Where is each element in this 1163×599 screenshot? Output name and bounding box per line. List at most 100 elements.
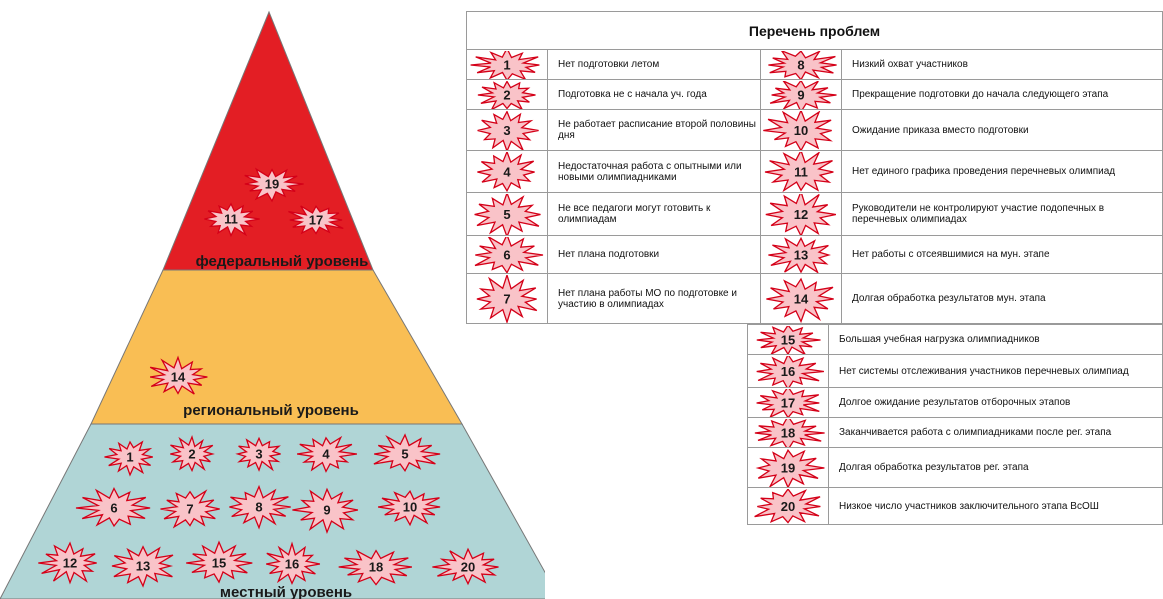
problem-text-2: Подготовка не с начала уч. года [547, 79, 761, 110]
starburst-shape [111, 545, 174, 588]
badge-16: 16 [747, 354, 829, 388]
badge-number: 7 [186, 502, 193, 517]
badge-15-local: 15 [186, 540, 253, 584]
badge-graphic: 2 [477, 80, 536, 109]
problem-text-7: Нет плана работы МО по подготовке и учас… [547, 273, 761, 324]
starburst-shape [756, 388, 820, 417]
starburst-badge: 19 [755, 448, 825, 487]
starburst-shape [756, 325, 821, 354]
starburst-shape [756, 355, 824, 387]
starburst-shape [768, 236, 831, 273]
problem-text-4: Недостаточная работа с опытными или новы… [547, 150, 761, 193]
badge-graphic: 20 [754, 488, 821, 524]
badge-8: 8 [760, 49, 842, 80]
badge-number: 5 [401, 447, 408, 462]
badge-number: 4 [503, 164, 511, 179]
table-row: 15 Большая учебная нагрузка олимпиаднико… [747, 324, 1163, 355]
badge-16-local: 16 [266, 541, 321, 585]
badge-number: 9 [323, 503, 330, 518]
badge-19-federal: 19 [244, 167, 304, 203]
starburst-badge: 12 [765, 193, 837, 235]
starburst-shape [768, 50, 837, 79]
table-row: 4 Недостаточная работа с опытными или но… [466, 150, 1163, 193]
badge-number: 7 [503, 291, 510, 306]
problem-text-20: Низкое число участников заключительного … [828, 487, 1163, 525]
badge-number: 14 [794, 291, 809, 306]
badge-number: 8 [255, 500, 262, 515]
badge-graphic: 13 [768, 236, 831, 273]
badge-9: 9 [760, 79, 842, 110]
badge-graphic: 8 [768, 50, 837, 79]
badge-graphic: 17 [756, 388, 820, 417]
badge-number: 2 [188, 447, 195, 462]
starburst-badge: 18 [754, 418, 825, 447]
badge-graphic: 18 [754, 418, 825, 447]
problem-table: Перечень проблем 1 Нет подготовки летом … [466, 11, 1163, 324]
badge-number: 13 [136, 559, 150, 574]
badge-9-local: 9 [292, 487, 359, 534]
table-row: 2 Подготовка не с начала уч. года 9 Прек… [466, 79, 1163, 110]
badge-14-regional: 14 [149, 355, 208, 395]
starburst-badge: 2 [477, 80, 536, 109]
starburst-shape [38, 541, 97, 585]
problem-text-11: Нет единого графика проведения перечневы… [841, 150, 1163, 193]
badge-20: 20 [747, 487, 829, 525]
starburst-shape [769, 80, 837, 109]
problem-text-12: Руководители не контролируют участие под… [841, 192, 1163, 236]
starburst-badge: 14 [766, 277, 834, 323]
badge-18: 18 [747, 417, 829, 448]
badge-10-local: 10 [377, 489, 441, 527]
starburst-shape [204, 202, 260, 238]
starburst-shape [229, 484, 291, 530]
badge-18-local: 18 [338, 549, 412, 586]
problem-text-17: Долгое ожидание результатов отборочных э… [828, 387, 1163, 418]
problem-text-18: Заканчивается работа с олимпиадниками по… [828, 417, 1163, 448]
badge-graphic: 15 [756, 325, 821, 354]
badge-number: 15 [781, 332, 795, 347]
starburst-shape [755, 448, 825, 487]
problem-text-19: Долгая обработка результатов рег. этапа [828, 447, 1163, 488]
badge-graphic: 7 [476, 274, 538, 323]
badge-number: 2 [503, 87, 510, 102]
table-row: 5 Не все педагоги могут готовить к олимп… [466, 192, 1163, 236]
badge-3-local: 3 [235, 436, 281, 472]
table-title: Перечень проблем [466, 11, 1163, 50]
starburst-badge: 3 [477, 110, 539, 150]
badge-8-local: 8 [229, 484, 291, 530]
table-row: 19 Долгая обработка результатов рег. эта… [747, 447, 1163, 488]
local-level-label: местный уровень [220, 584, 352, 599]
badge-number: 16 [285, 557, 299, 572]
table-row: 7 Нет плана работы МО по подготовке и уч… [466, 273, 1163, 324]
problem-text-6: Нет плана подготовки [547, 235, 761, 274]
badge-graphic: 1 [470, 50, 540, 79]
starburst-shape [765, 193, 837, 235]
starburst-shape [149, 355, 208, 395]
badge-number: 6 [503, 247, 510, 262]
badge-number: 8 [797, 57, 804, 72]
badge-number: 12 [63, 556, 77, 571]
starburst-shape [432, 547, 499, 586]
starburst-shape [104, 440, 153, 477]
badge-number: 5 [503, 207, 510, 222]
table-row: 20 Низкое число участников заключительно… [747, 487, 1163, 525]
badge-graphic: 9 [769, 80, 837, 109]
badge-graphic: 4 [477, 151, 535, 192]
badge-7: 7 [466, 273, 548, 324]
badge-number: 11 [224, 212, 238, 227]
badge-graphic: 10 [763, 110, 833, 150]
starburst-shape [474, 193, 541, 235]
problem-text-13: Нет работы с отсеявшимися на мун. этапе [841, 235, 1163, 274]
federal-level-band [162, 10, 374, 271]
problem-pyramid: федеральный уровень региональный уровень… [0, 10, 545, 599]
badge-number: 18 [781, 425, 795, 440]
badge-17-federal: 17 [288, 205, 344, 235]
badge-19: 19 [747, 447, 829, 488]
starburst-shape [338, 549, 412, 586]
badge-5: 5 [466, 192, 548, 236]
badge-number: 19 [781, 460, 795, 475]
starburst-shape [754, 488, 821, 524]
starburst-shape [266, 541, 321, 585]
starburst-shape [477, 80, 536, 109]
badge-number: 11 [794, 164, 808, 179]
